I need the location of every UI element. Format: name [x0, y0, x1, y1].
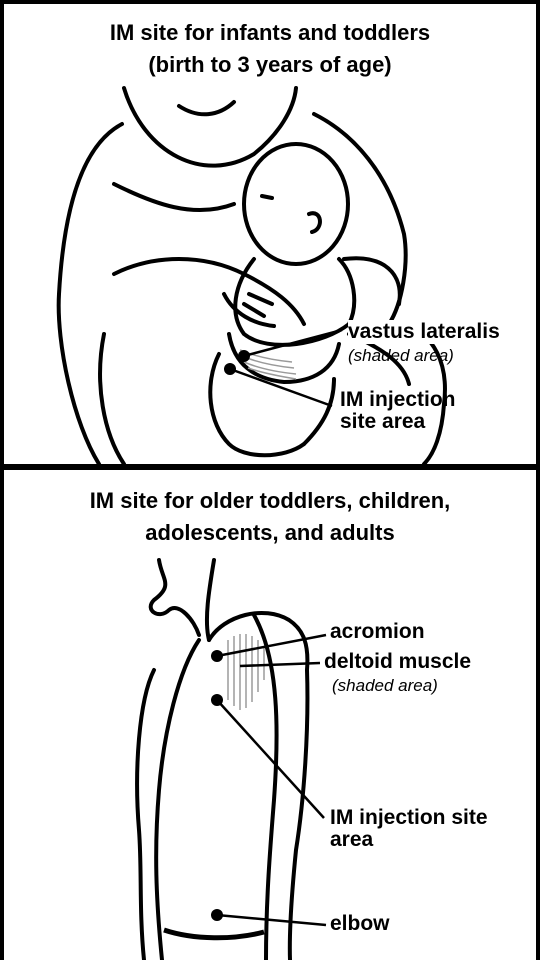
infant-site-label-line1: IM injection	[340, 388, 456, 412]
baby-leg-inner	[304, 379, 334, 444]
elbow-fold	[164, 930, 264, 938]
adult-right-shoulder	[314, 114, 406, 324]
torso-back-line	[290, 670, 308, 960]
site-dot-adult	[211, 694, 223, 706]
infant-panel: IM site for infants and toddlers (birth …	[4, 4, 536, 464]
deltoid-shaded-note: (shaded area)	[332, 676, 438, 696]
baby-head	[244, 144, 348, 264]
vastus-lateralis-label: vastus lateralis	[348, 320, 500, 344]
adult-hand	[224, 294, 274, 326]
frame-border-top	[0, 0, 540, 4]
deltoid-shading	[228, 634, 264, 710]
baby-eye	[262, 196, 272, 198]
adult-site-label-line2: area	[330, 828, 373, 852]
elbow-label: elbow	[330, 912, 390, 936]
baby-ear	[309, 213, 320, 232]
adult-left-shoulder	[59, 124, 122, 464]
arm-front-line	[156, 640, 199, 960]
jaw-line	[151, 560, 199, 635]
adult-site-label-line1: IM injection site	[330, 806, 488, 830]
adult-panel: IM site for older toddlers, children, ad…	[4, 470, 536, 960]
panel-divider	[0, 464, 540, 470]
vastus-leader-dot	[238, 350, 250, 362]
arm-illustration	[4, 470, 536, 960]
site-leader-dot	[224, 363, 236, 375]
neck-line	[207, 560, 214, 640]
adult-arm	[114, 259, 304, 324]
acromion-label: acromion	[330, 620, 425, 644]
elbow-leader-line	[217, 915, 326, 925]
adult-lap-left	[100, 334, 124, 464]
deltoid-label: deltoid muscle	[324, 650, 471, 674]
frame-border-right	[536, 0, 540, 960]
infant-site-label-line2: site area	[340, 410, 425, 434]
acromion-dot	[211, 650, 223, 662]
adult-collar	[114, 184, 234, 210]
elbow-dot	[211, 909, 223, 921]
vastus-shaded-note: (shaded area)	[348, 346, 454, 366]
frame-border-left	[0, 0, 4, 960]
chest-line	[137, 670, 154, 960]
adult-mouth	[179, 102, 234, 114]
infant-illustration	[4, 4, 536, 464]
